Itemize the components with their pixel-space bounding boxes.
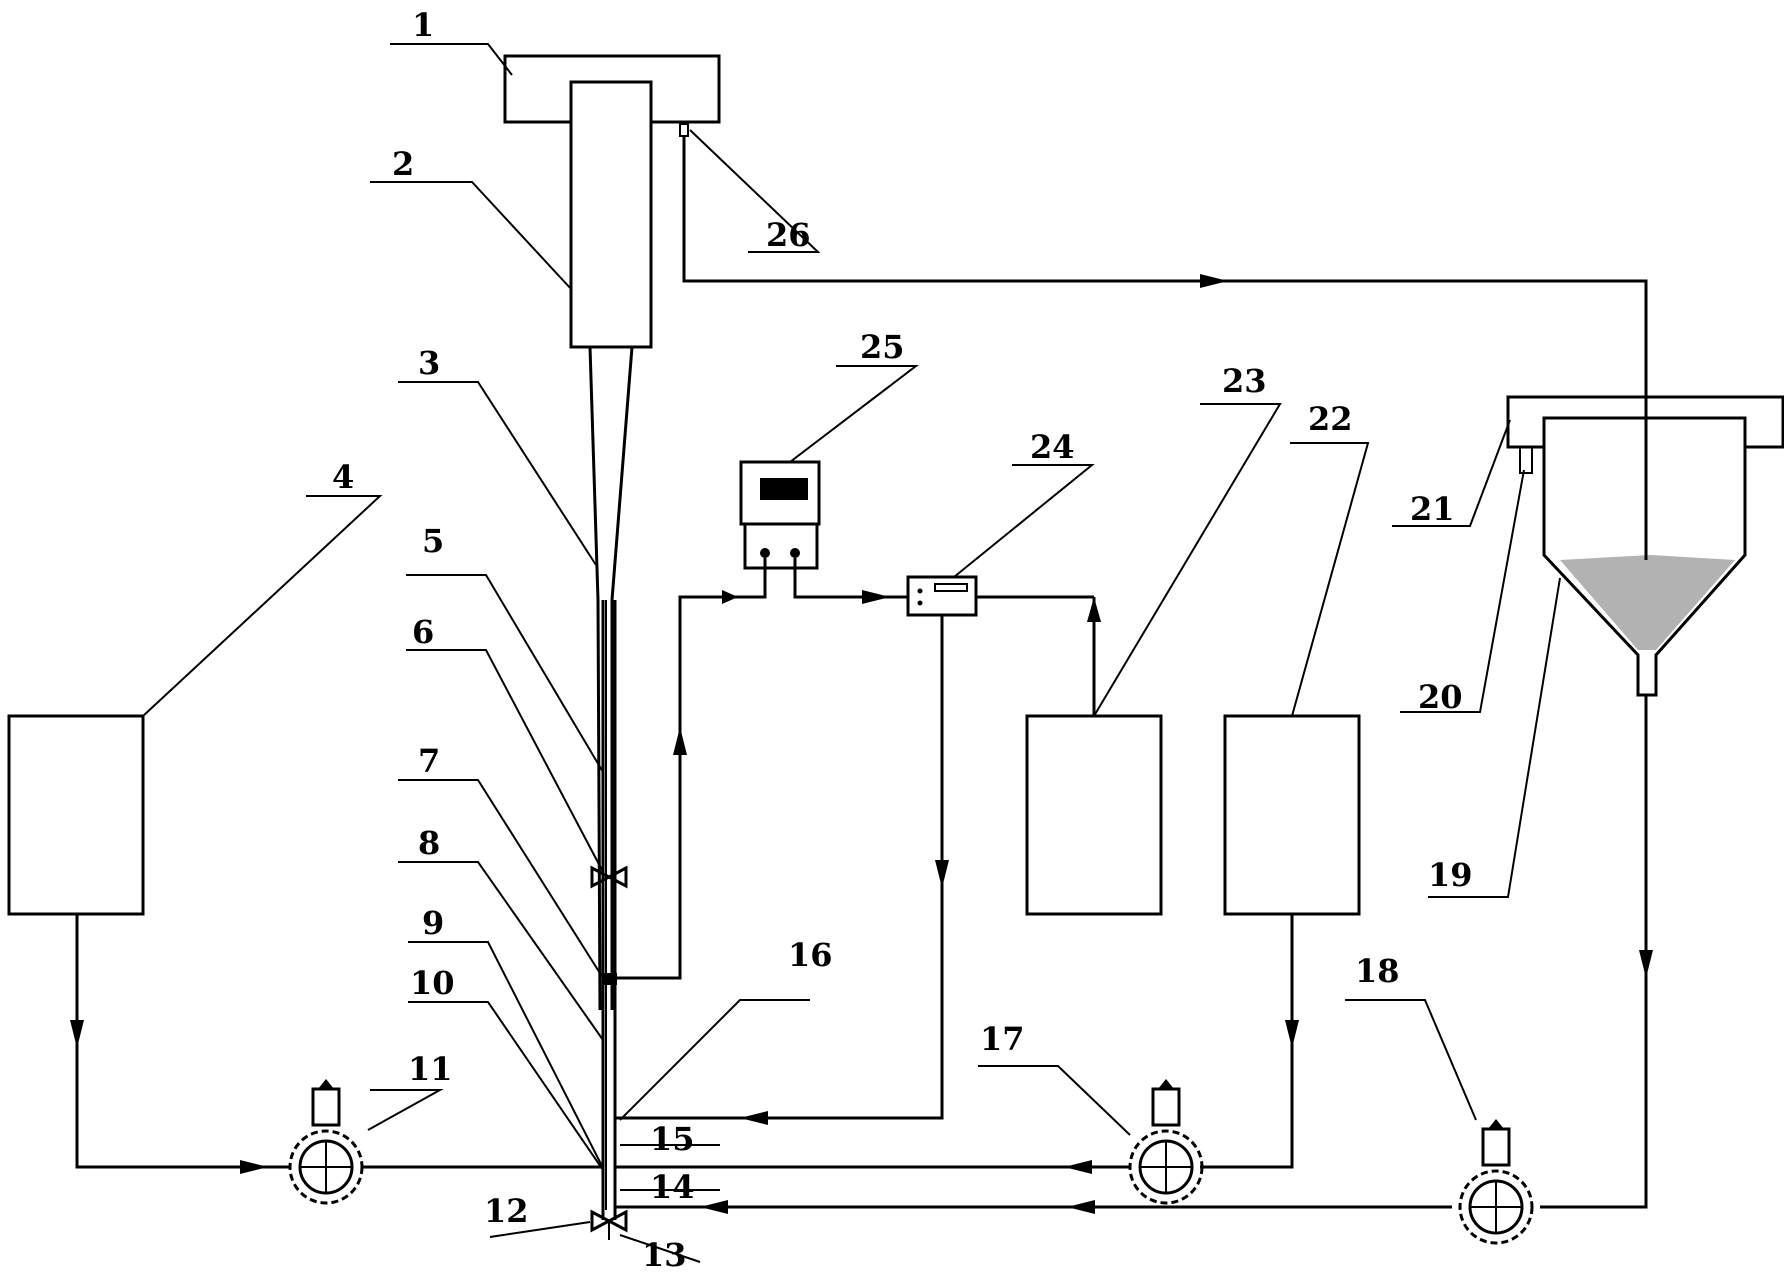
pump-17-icon[interactable] xyxy=(1128,1079,1204,1205)
label-7: 7 xyxy=(418,742,440,780)
arrow-tank4-right xyxy=(240,1160,268,1174)
tank-22 xyxy=(1223,714,1361,916)
arrow-hopper-down xyxy=(1639,950,1653,978)
arrow-tank22-down xyxy=(1285,1020,1299,1048)
meter-input-line xyxy=(617,558,767,980)
label-1: 1 xyxy=(412,6,434,44)
controller-24-led-a xyxy=(917,588,923,594)
valve-6-icon[interactable] xyxy=(590,865,628,889)
label-11: 11 xyxy=(408,1050,453,1088)
controller-24-led-b xyxy=(917,600,923,606)
label-22: 22 xyxy=(1308,400,1353,438)
tank-22-line xyxy=(1200,914,1294,1169)
label-8: 8 xyxy=(418,824,440,862)
tank-4 xyxy=(7,714,145,916)
pump-11-icon[interactable] xyxy=(288,1079,364,1205)
label-9: 9 xyxy=(422,904,444,942)
pump-18-icon[interactable] xyxy=(1458,1119,1534,1245)
tank-23 xyxy=(1025,714,1163,916)
hopper-discharge-line xyxy=(1540,695,1648,1209)
meter-25-base xyxy=(743,522,819,570)
label-15: 15 xyxy=(650,1120,695,1158)
tapered-tube xyxy=(588,346,602,1011)
label-5: 5 xyxy=(422,522,444,560)
tank-outlet-fitting xyxy=(679,123,689,137)
arrow-tank4-down xyxy=(70,1020,84,1048)
tapered-tube-right xyxy=(610,346,634,1010)
label-13: 13 xyxy=(642,1236,687,1274)
label-21: 21 xyxy=(1410,490,1455,528)
label-14: 14 xyxy=(650,1168,695,1206)
meter-25-terminal-b xyxy=(790,548,800,558)
arrow-meter-out xyxy=(862,590,890,604)
label-3: 3 xyxy=(418,344,440,382)
column-upper xyxy=(569,80,653,349)
label-23: 23 xyxy=(1222,362,1267,400)
controller-24-display xyxy=(934,583,968,592)
label-10: 10 xyxy=(410,964,455,1002)
label-6: 6 xyxy=(412,613,434,651)
label-20: 20 xyxy=(1418,678,1463,716)
label-25: 25 xyxy=(860,328,905,366)
sensor-7 xyxy=(603,973,617,985)
meter-25-screen xyxy=(760,478,808,500)
label-16: 16 xyxy=(788,936,833,974)
arrow-overflow xyxy=(1200,274,1228,288)
label-17: 17 xyxy=(980,1020,1025,1058)
trough-outlet-20 xyxy=(1519,446,1533,474)
label-19: 19 xyxy=(1428,856,1473,894)
arrow-controller-down xyxy=(935,860,949,888)
arrow-tank23-up xyxy=(1087,597,1101,622)
label-18: 18 xyxy=(1355,952,1400,990)
arrow-pump17-left xyxy=(1064,1160,1092,1174)
valve-13-icon[interactable] xyxy=(590,1209,628,1240)
arrow-meter-in xyxy=(722,590,738,604)
arrow-pump18-left-a xyxy=(1067,1200,1095,1214)
label-4: 4 xyxy=(332,458,354,496)
label-26: 26 xyxy=(766,216,811,254)
overflow-line xyxy=(682,136,1648,530)
arrow-meter-up xyxy=(673,727,687,755)
arrow-pump18-left-b xyxy=(700,1200,728,1214)
label-2: 2 xyxy=(392,145,414,183)
controller-24[interactable] xyxy=(906,575,978,617)
arrow-to-column-16 xyxy=(740,1111,768,1125)
hopper-sediment xyxy=(1560,555,1735,650)
leader-lines xyxy=(142,43,1561,1263)
tank-4-line xyxy=(75,914,290,1169)
meter-25-terminal-a xyxy=(760,548,770,558)
label-24: 24 xyxy=(1030,428,1075,466)
controller-24-output xyxy=(615,615,944,1120)
label-12: 12 xyxy=(484,1192,529,1230)
